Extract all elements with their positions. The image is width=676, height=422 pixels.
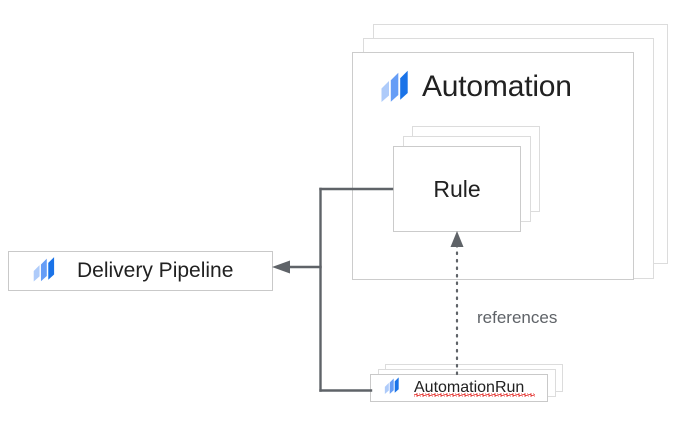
automation-title: Automation bbox=[422, 70, 572, 103]
rule-card-front bbox=[393, 146, 521, 232]
automationrun-label: AutomationRun bbox=[414, 379, 525, 396]
cloud-deploy-icon bbox=[31, 255, 59, 288]
cloud-deploy-icon bbox=[383, 376, 402, 400]
cloud-deploy-icon bbox=[378, 68, 414, 109]
spellcheck-underline bbox=[414, 393, 535, 397]
rule-label: Rule bbox=[433, 175, 481, 202]
automationrun-card-front: AutomationRun bbox=[370, 374, 548, 402]
references-edge-label: references bbox=[477, 308, 558, 327]
delivery-pipeline-label: Delivery Pipeline bbox=[77, 259, 234, 282]
delivery-pipeline-box: Delivery Pipeline bbox=[8, 251, 273, 291]
